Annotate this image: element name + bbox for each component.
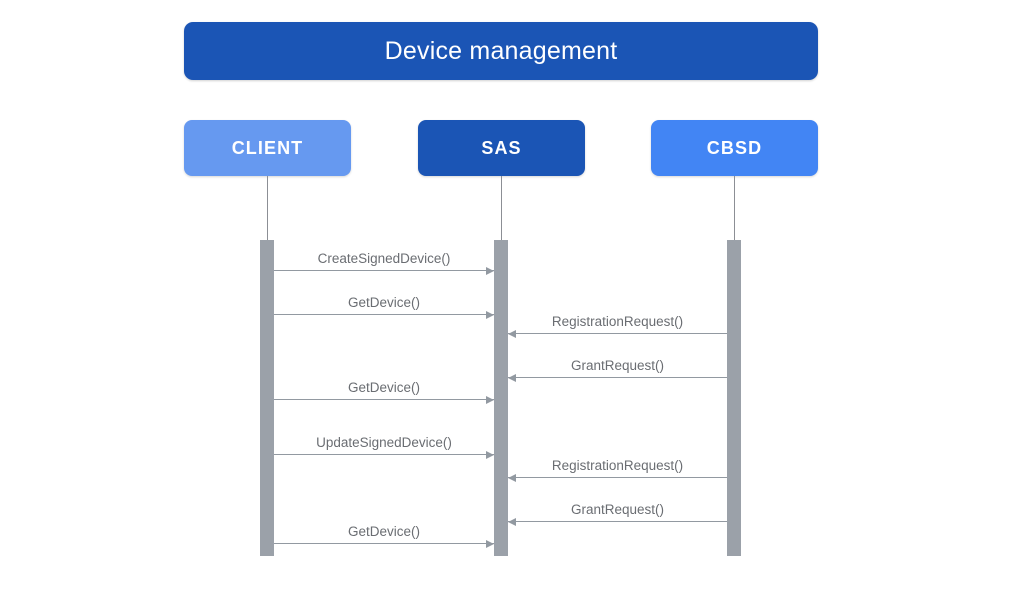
message-registration-request-2[interactable]: RegistrationRequest()	[508, 444, 727, 482]
message-line	[508, 377, 727, 378]
participant-client[interactable]: CLIENT	[184, 120, 351, 176]
message-create-signed-device[interactable]: CreateSignedDevice()	[274, 237, 494, 275]
participant-label-cbsd: CBSD	[706, 138, 763, 158]
message-line	[274, 270, 494, 271]
message-line	[508, 521, 727, 522]
participant-label-client: CLIENT	[231, 138, 304, 158]
arrow-head-left-icon	[508, 373, 516, 382]
lifeline-cbsd	[734, 176, 735, 240]
message-registration-request-1[interactable]: RegistrationRequest()	[508, 300, 727, 338]
lifeline-client	[267, 176, 268, 240]
arrow-head-right-icon	[486, 266, 494, 275]
message-line	[274, 454, 494, 455]
arrow-head-left-icon	[508, 329, 516, 338]
activation-bar-cbsd	[727, 240, 741, 556]
arrow-head-right-icon	[486, 395, 494, 404]
activation-bar-sas	[494, 240, 508, 556]
message-line	[274, 543, 494, 544]
lifeline-sas	[501, 176, 502, 240]
message-line	[508, 477, 727, 478]
message-get-device-1[interactable]: GetDevice()	[274, 281, 494, 319]
participant-cbsd[interactable]: CBSD	[651, 120, 818, 176]
arrow-head-left-icon	[508, 517, 516, 526]
message-label: UpdateSignedDevice()	[316, 434, 452, 450]
message-label: GetDevice()	[347, 379, 420, 395]
message-label: GrantRequest()	[570, 357, 665, 373]
message-label: GetDevice()	[347, 523, 420, 539]
message-grant-request-2[interactable]: GrantRequest()	[508, 488, 727, 526]
message-label: RegistrationRequest()	[551, 457, 684, 473]
arrow-head-right-icon	[486, 310, 494, 319]
message-line	[508, 333, 727, 334]
message-update-signed-device[interactable]: UpdateSignedDevice()	[274, 421, 494, 459]
arrow-head-right-icon	[486, 450, 494, 459]
message-label: CreateSignedDevice()	[317, 250, 451, 266]
participant-sas[interactable]: SAS	[418, 120, 585, 176]
message-line	[274, 399, 494, 400]
participant-label-sas: SAS	[481, 138, 522, 158]
arrow-head-left-icon	[508, 473, 516, 482]
diagram-title-bar: Device management	[184, 22, 818, 80]
message-get-device-2[interactable]: GetDevice()	[274, 366, 494, 404]
message-grant-request-1[interactable]: GrantRequest()	[508, 344, 727, 382]
arrow-head-right-icon	[486, 539, 494, 548]
activation-bar-client	[260, 240, 274, 556]
message-get-device-3[interactable]: GetDevice()	[274, 510, 494, 548]
message-line	[274, 314, 494, 315]
page-title: Device management	[384, 36, 618, 65]
message-label: RegistrationRequest()	[551, 313, 684, 329]
message-label: GetDevice()	[347, 294, 420, 310]
message-label: GrantRequest()	[570, 501, 665, 517]
